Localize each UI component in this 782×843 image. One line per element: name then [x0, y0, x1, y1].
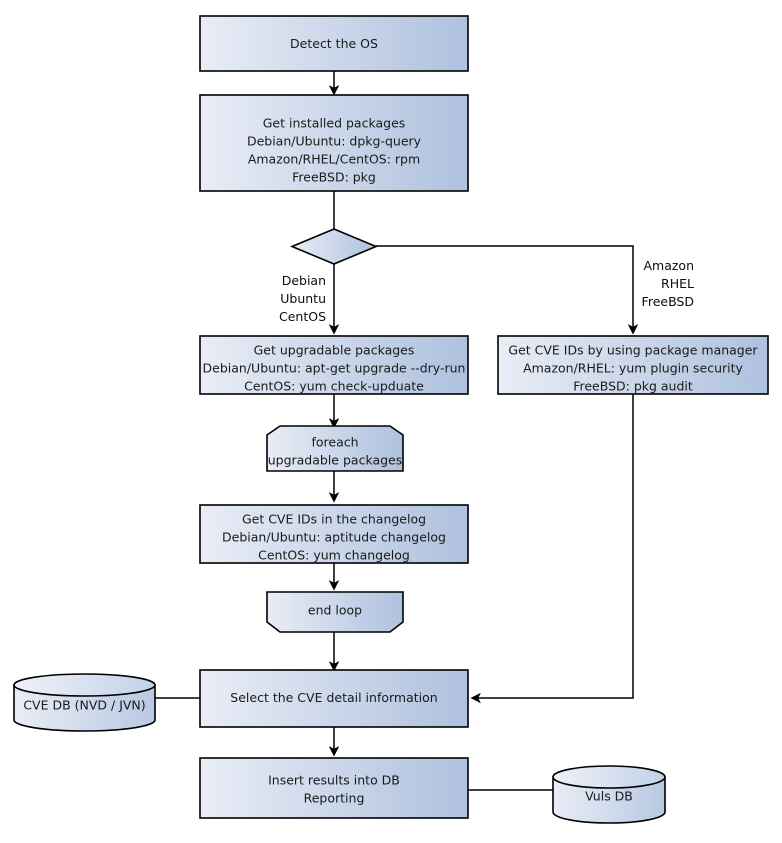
get-cve-pkgmgr-line-2: Amazon/RHEL: yum plugin security	[523, 361, 743, 376]
decision-diamond[interactable]	[289, 228, 379, 265]
select-cve-label: Select the CVE detail information	[230, 690, 437, 705]
get-installed-box[interactable]	[199, 94, 469, 192]
node-os-decision[interactable]	[289, 228, 379, 265]
insert-results-line-2: Reporting	[304, 791, 365, 806]
node-get-upgradable-packages[interactable]: Get upgradable packages Debian/Ubuntu: a…	[199, 335, 469, 395]
get-cve-changelog-box[interactable]	[199, 504, 469, 564]
left-branch-line-2: Ubuntu	[280, 291, 326, 306]
get-cve-changelog-line-1: Get CVE IDs in the changelog	[242, 512, 426, 527]
node-get-installed-packages[interactable]: Get installed packages Debian/Ubuntu: dp…	[199, 94, 469, 192]
get-cve-pkgmgr-line-3: FreeBSD: pkg audit	[573, 379, 693, 394]
node-cve-db[interactable]: CVE DB (NVD / JVN)	[13, 673, 156, 732]
edge-decision-right	[375, 245, 639, 335]
foreach-line-1: foreach	[311, 435, 358, 450]
get-installed-line-3: Amazon/RHEL/CentOS: rpm	[248, 152, 420, 167]
node-detect-os[interactable]: Detect the OS	[199, 15, 469, 72]
vuls-db-cylinder-body[interactable]	[552, 776, 666, 824]
get-upgradable-box[interactable]	[199, 335, 469, 395]
cve-db-cylinder-top	[13, 673, 156, 697]
vuls-db-label: Vuls DB	[585, 789, 633, 804]
edge-pkgmgr-to-select	[470, 393, 634, 704]
get-upgradable-line-1: Get upgradable packages	[254, 343, 415, 358]
insert-results-line-1: Insert results into DB	[268, 773, 400, 788]
edge-label-right-branch: Amazon RHEL FreeBSD	[642, 258, 694, 309]
get-installed-line-1: Get installed packages	[263, 116, 406, 131]
right-branch-line-3: FreeBSD	[642, 294, 694, 309]
foreach-line-2: upgradable packages	[268, 453, 403, 468]
right-branch-line-2: RHEL	[661, 276, 694, 291]
node-insert-results[interactable]: Insert results into DB Reporting	[199, 757, 469, 819]
cve-db-cylinder-body[interactable]	[13, 684, 156, 732]
left-branch-line-1: Debian	[282, 273, 326, 288]
edge-label-left-branch: Debian Ubuntu CentOS	[279, 273, 326, 324]
get-upgradable-line-3: CentOS: yum check-upduate	[244, 379, 424, 394]
get-installed-line-4: FreeBSD: pkg	[292, 170, 376, 185]
detect-os-box[interactable]	[199, 15, 469, 72]
get-cve-pkgmgr-box[interactable]	[497, 335, 769, 395]
end-loop-shape[interactable]	[266, 591, 404, 633]
cve-db-label: CVE DB (NVD / JVN)	[23, 698, 145, 713]
node-foreach-loop-start[interactable]: foreach upgradable packages	[266, 425, 404, 472]
get-upgradable-line-2: Debian/Ubuntu: apt-get upgrade --dry-run	[203, 361, 466, 376]
foreach-loop-shape[interactable]	[266, 425, 404, 472]
get-installed-line-2: Debian/Ubuntu: dpkg-query	[247, 134, 422, 149]
node-get-cve-changelog[interactable]: Get CVE IDs in the changelog Debian/Ubun…	[199, 504, 469, 564]
get-cve-pkgmgr-line-1: Get CVE IDs by using package manager	[508, 343, 758, 358]
insert-results-box[interactable]	[199, 757, 469, 819]
get-cve-changelog-line-2: Debian/Ubuntu: aptitude changelog	[222, 530, 446, 545]
get-cve-changelog-line-3: CentOS: yum changelog	[258, 548, 410, 563]
select-cve-box[interactable]	[199, 669, 469, 728]
connectors	[155, 71, 639, 791]
vuls-db-cylinder-top	[552, 765, 666, 789]
end-loop-label: end loop	[308, 603, 362, 618]
node-get-cve-package-manager[interactable]: Get CVE IDs by using package manager Ama…	[497, 335, 769, 395]
left-branch-line-3: CentOS	[279, 309, 326, 324]
node-select-cve-detail[interactable]: Select the CVE detail information	[199, 669, 469, 728]
node-vuls-db[interactable]: Vuls DB	[552, 765, 666, 824]
node-end-loop[interactable]: end loop	[266, 591, 404, 633]
right-branch-line-1: Amazon	[643, 258, 694, 273]
detect-os-label: Detect the OS	[290, 36, 378, 51]
